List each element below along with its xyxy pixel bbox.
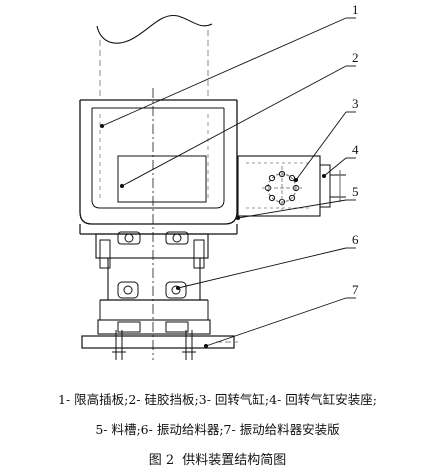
leader-4 xyxy=(323,157,347,177)
material-trough xyxy=(79,99,238,235)
rotary-cylinder-mount xyxy=(237,155,346,217)
callout-1: 1 xyxy=(352,2,359,17)
figure-title: 供料装置结构简图 xyxy=(182,453,287,468)
leader-1 xyxy=(101,17,347,127)
callout-numbers: 1 2 3 4 5 6 7 xyxy=(352,2,359,297)
legend-line-1: 1- 限高插板;2- 硅胶挡板;3- 回转气缸;4- 回转气缸安装座; xyxy=(58,392,377,407)
leader-2 xyxy=(121,65,347,187)
leader-5 xyxy=(237,199,347,219)
callout-4: 4 xyxy=(352,142,359,157)
leader-6 xyxy=(177,247,347,289)
callout-6: 6 xyxy=(352,232,359,247)
leader-3 xyxy=(295,111,347,181)
silicone-baffle xyxy=(117,155,207,203)
leader-7 xyxy=(205,297,347,347)
callout-7: 7 xyxy=(352,282,359,297)
figure-caption: 图 2 供料装置结构简图 xyxy=(0,449,435,468)
callout-5: 5 xyxy=(352,184,359,199)
rotary-cylinder xyxy=(262,166,302,210)
figure-number: 图 2 xyxy=(148,453,175,468)
callout-2: 2 xyxy=(352,50,359,65)
leader-lines xyxy=(99,17,356,349)
legend-line-2: 5- 料槽;6- 振动给料器;7- 振动给料器安装版 xyxy=(95,422,340,437)
material-top-curve xyxy=(96,15,213,44)
vibration-feeder xyxy=(95,231,211,335)
feeder-mounting-plate xyxy=(81,330,238,360)
callout-3: 3 xyxy=(352,96,359,111)
supply-device-structure-diagram: 1 2 3 4 5 6 7 xyxy=(79,2,359,360)
